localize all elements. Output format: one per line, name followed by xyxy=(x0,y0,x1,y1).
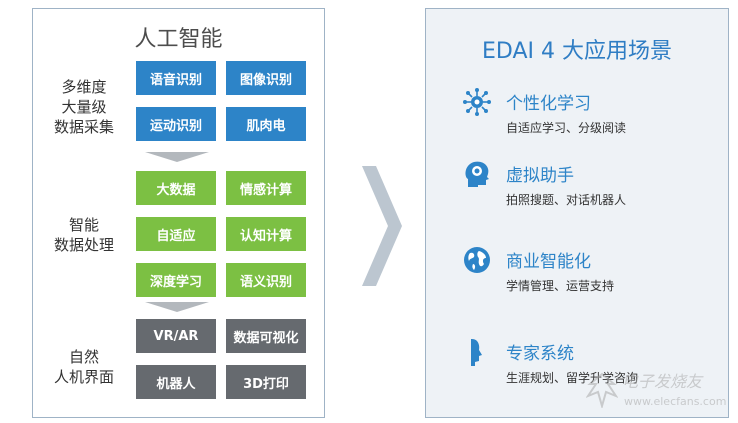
watermark-url: www.elecfans.com xyxy=(624,395,727,408)
box-affective-computing: 情感计算 xyxy=(226,171,306,205)
application-title: 虚拟助手 xyxy=(506,166,574,186)
row-label-line: 人机界面 xyxy=(53,368,114,386)
applications-panel-title: EDAI 4 大应用场景 xyxy=(482,39,672,64)
flow-arrow-down xyxy=(145,302,209,312)
chevron-right-arrow xyxy=(362,166,402,286)
watermark-logo-icon xyxy=(586,372,618,408)
box-3d-printing: 3D打印 xyxy=(226,365,306,399)
box-emg: 肌肉电 xyxy=(226,107,306,141)
application-subtitle: 学情管理、运营支持 xyxy=(506,279,615,293)
row-label-line: 多维度 xyxy=(61,78,107,96)
globe-icon xyxy=(464,247,490,273)
box-data-visualization: 数据可视化 xyxy=(226,319,306,353)
box-robot: 机器人 xyxy=(136,365,216,399)
application-title: 专家系统 xyxy=(506,344,574,364)
applications-panel: EDAI 4 大应用场景 个性化学习 自适应学习、分级阅读 xyxy=(425,8,729,418)
robot-head-icon xyxy=(465,161,489,187)
box-image-recognition: 图像识别 xyxy=(226,61,306,95)
expert-profile-icon xyxy=(471,339,482,366)
application-subtitle: 生涯规划、留学升学咨询 xyxy=(506,371,639,385)
box-vr-ar: VR/AR xyxy=(136,319,216,353)
row-label-process: 智能 数据处理 xyxy=(39,215,129,255)
ai-panel-title: 人工智能 xyxy=(134,27,223,52)
row-label-collect: 多维度 大量级 数据采集 xyxy=(39,77,129,137)
application-title: 商业智能化 xyxy=(506,252,591,272)
flow-arrow-down xyxy=(145,152,209,162)
box-motion-recognition: 运动识别 xyxy=(136,107,216,141)
watermark-text: 电子发烧友 xyxy=(622,372,703,391)
watermark: 电子发烧友 www.elecfans.com xyxy=(586,368,736,418)
box-speech-recognition: 语音识别 xyxy=(136,61,216,95)
row-label-line: 大量级 xyxy=(61,98,107,116)
row-label-interface: 自然 人机界面 xyxy=(39,347,129,387)
box-big-data: 大数据 xyxy=(136,171,216,205)
box-semantic-recognition: 语义识别 xyxy=(226,263,306,297)
brain-network-icon xyxy=(463,88,491,116)
application-subtitle: 拍照搜题、对话机器人 xyxy=(506,193,627,207)
row-label-line: 自然 xyxy=(68,348,99,366)
ai-panel: 人工智能 多维度 大量级 数据采集 智能 数据处理 自然 人机界面 语音识别 图… xyxy=(32,8,325,418)
application-subtitle: 自适应学习、分级阅读 xyxy=(506,121,627,135)
row-label-line: 数据处理 xyxy=(53,236,114,254)
box-adaptive: 自适应 xyxy=(136,217,216,251)
application-title: 个性化学习 xyxy=(506,94,591,114)
row-label-line: 数据采集 xyxy=(53,118,114,136)
box-deep-learning: 深度学习 xyxy=(136,263,216,297)
box-cognitive-computing: 认知计算 xyxy=(226,217,306,251)
row-label-line: 智能 xyxy=(68,216,99,234)
